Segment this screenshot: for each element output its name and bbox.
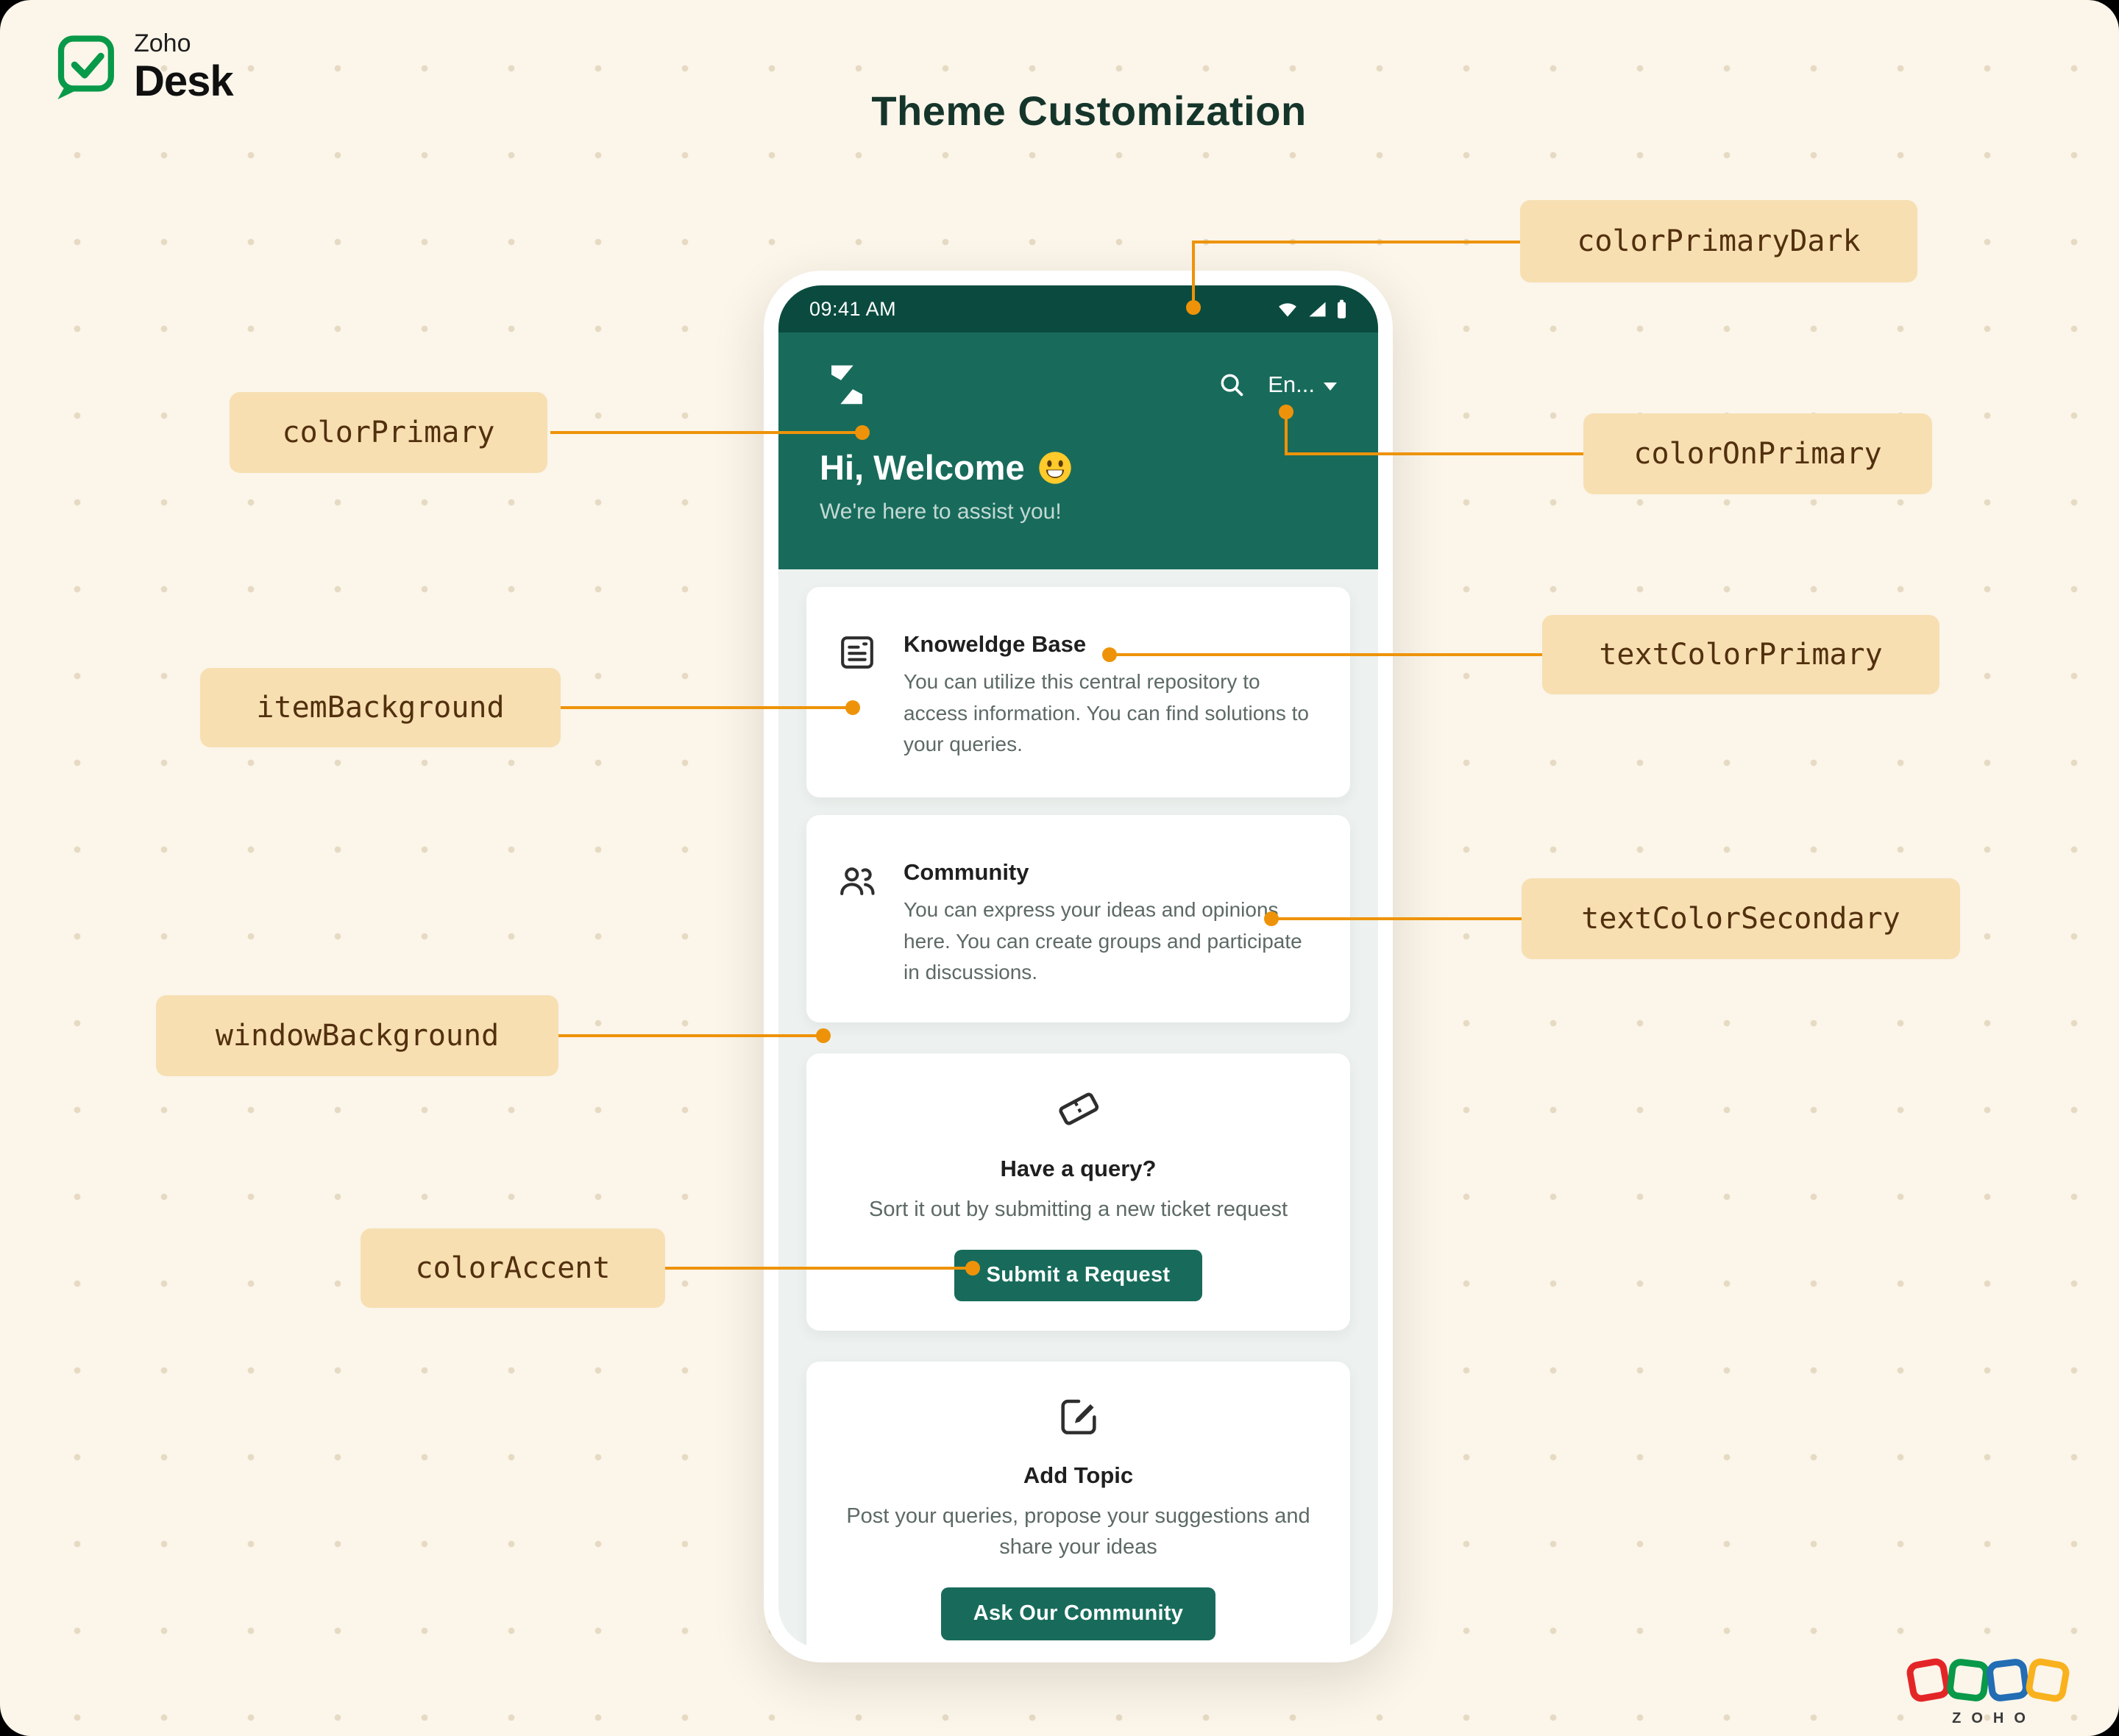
callout-itemBackground: itemBackground [200, 668, 561, 747]
connector-colorPrimary-line [550, 431, 862, 434]
zoho-desk-logo-icon [57, 35, 114, 99]
connector-colorOnPrimary-line [1285, 452, 1583, 455]
knowledge-base-description: You can utilize this central repository … [904, 670, 1310, 756]
query-subtitle: Sort it out by submitting a new ticket r… [869, 1197, 1288, 1221]
status-bar: 09:41 AM [778, 285, 1378, 332]
callout-colorOnPrimary: colorOnPrimary [1583, 413, 1932, 494]
knowledge-base-title: Knoweldge Base [904, 631, 1087, 657]
connector-textColorPrimary-dot [1102, 647, 1117, 662]
battery-icon [1337, 299, 1346, 319]
add-topic-card: Add Topic Post your queries, propose you… [806, 1361, 1350, 1648]
community-description: You can express your ideas and opinions … [904, 898, 1302, 984]
topic-title: Add Topic [1023, 1462, 1134, 1488]
connector-colorPrimaryDark-dot [1186, 300, 1201, 315]
status-icons [1277, 299, 1347, 319]
connector-colorAccent-dot [965, 1261, 980, 1276]
community-title: Community [904, 859, 1029, 885]
connector-colorPrimaryDark-line [1192, 241, 1195, 304]
signal-icon [1309, 302, 1326, 316]
status-time: 09:41 AM [809, 297, 897, 320]
knowledge-base-icon [836, 631, 880, 764]
connector-itemBackground-line [561, 706, 853, 709]
connector-textColorSecondary-dot [1264, 911, 1279, 926]
callout-textColorPrimary: textColorPrimary [1542, 615, 1939, 694]
zoho-logo-icon [1906, 1658, 2070, 1702]
callout-colorPrimaryDark: colorPrimaryDark [1520, 200, 1917, 282]
community-card[interactable]: Community You can express your ideas and… [806, 815, 1350, 1022]
submit-request-button[interactable]: Submit a Request [954, 1249, 1203, 1301]
connector-colorAccent-line [665, 1267, 973, 1270]
knowledge-base-card[interactable]: Knoweldge Base You can utilize this cent… [806, 587, 1350, 797]
chevron-down-icon [1324, 382, 1337, 391]
phone-mockup: 09:41 AM [764, 271, 1393, 1662]
phone-screen: 09:41 AM [778, 285, 1378, 1648]
brand-desk-text: Desk [134, 57, 234, 105]
have-a-query-card: Have a query? Sort it out by submitting … [806, 1053, 1350, 1331]
app-header-row: En... [820, 357, 1337, 412]
callout-colorPrimary: colorPrimary [230, 392, 547, 473]
app-header: En... Hi, Welcome We're here [778, 332, 1378, 569]
connector-colorPrimary-dot [855, 425, 870, 440]
greeting-label: Hi, Welcome [820, 448, 1025, 487]
connector-colorOnPrimary-dot [1279, 405, 1293, 419]
ask-community-button[interactable]: Ask Our Community [940, 1587, 1216, 1640]
connector-colorOnPrimary-line [1285, 415, 1288, 454]
zoho-footer-logo: ZOHO [1906, 1657, 2072, 1727]
community-content: Community You can express your ideas and… [904, 859, 1320, 989]
connector-textColorPrimary-line [1110, 653, 1542, 656]
language-selector-label: En... [1268, 371, 1315, 397]
page-title: Theme Customization [871, 88, 1307, 134]
connector-itemBackground-dot [845, 700, 860, 715]
tagline-text: We're here to assist you! [820, 499, 1062, 524]
zoho-desk-logo: Zoho Desk [53, 29, 234, 105]
topic-subtitle: Post your queries, propose your suggesti… [846, 1504, 1310, 1559]
connector-colorPrimaryDark-line [1192, 241, 1520, 243]
connector-textColorSecondary-line [1271, 917, 1522, 920]
connector-windowBackground-line [558, 1034, 823, 1037]
community-icon [836, 859, 880, 989]
app-logo-icon [831, 365, 862, 405]
app-body: Knoweldge Base You can utilize this cent… [778, 569, 1378, 1648]
search-icon[interactable] [1218, 371, 1246, 399]
connector-windowBackground-dot [816, 1028, 831, 1043]
grinning-emoji-icon [1038, 451, 1071, 484]
compose-icon [1055, 1392, 1102, 1443]
zoho-wordmark: ZOHO [1952, 1710, 2036, 1726]
brand-zoho-text: Zoho [134, 29, 191, 57]
callout-colorAccent: colorAccent [361, 1228, 665, 1308]
greeting-text: Hi, Welcome [820, 447, 1337, 488]
callout-windowBackground: windowBackground [156, 995, 558, 1076]
ticket-icon [1054, 1084, 1103, 1136]
wifi-icon [1279, 302, 1296, 316]
header-actions: En... [1218, 371, 1337, 399]
brand-wordmark: Zoho Desk [134, 29, 234, 105]
knowledge-base-content: Knoweldge Base You can utilize this cent… [904, 631, 1320, 764]
language-selector[interactable]: En... [1268, 371, 1337, 398]
query-title: Have a query? [1000, 1155, 1157, 1181]
callout-textColorSecondary: textColorSecondary [1522, 878, 1960, 959]
